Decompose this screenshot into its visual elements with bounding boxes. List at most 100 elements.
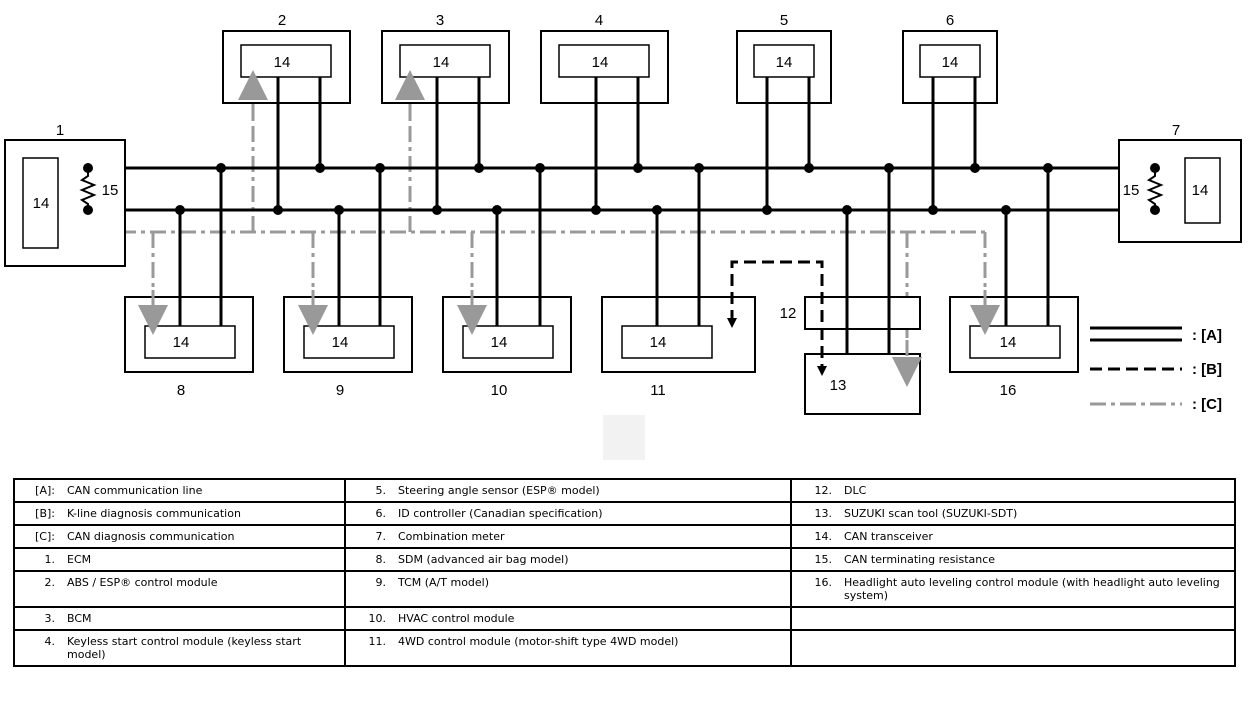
k-line <box>730 260 824 370</box>
transceiver-label: 14 <box>650 334 667 351</box>
node-label-8: 8 <box>177 382 185 399</box>
table-row: 4. Keyless start control module (keyless … <box>13 629 1236 667</box>
item-description: 4WD control module (motor-shift type 4WD… <box>398 635 679 648</box>
item-number: [C]: <box>35 530 55 543</box>
table-cell: 14. CAN transceiver <box>790 524 1236 549</box>
table-cell: 16. Headlight auto leveling control modul… <box>790 570 1236 608</box>
item-number: 15. <box>814 553 833 566</box>
table-row: [A]: CAN communication line 5. Steering ang… <box>13 478 1236 503</box>
node-label-13: 13 <box>830 377 847 394</box>
table-cell: 3. BCM <box>13 606 346 631</box>
node-label-9: 9 <box>336 382 344 399</box>
item-number: [A]: <box>35 484 55 497</box>
node-label-6: 6 <box>946 12 954 29</box>
table-cell: 8. SDM (advanced air bag model) <box>344 547 792 572</box>
table-cell <box>790 629 1236 667</box>
table-cell: 11. 4WD control module (motor-shift type … <box>344 629 792 667</box>
transceiver-label: 14 <box>173 334 190 351</box>
transceiver-labels: 14 14 14 14 14 14 14 14 14 14 14 14 <box>33 54 1209 351</box>
can-bus <box>58 166 1185 212</box>
item-number: 1. <box>44 553 56 566</box>
can-network-diagram: 1 2 3 4 5 6 7 8 9 10 11 12 13 15 15 16 1… <box>4 12 1242 460</box>
table-cell: [C]:CAN diagnosis communication <box>13 524 346 549</box>
item-description: ID controller (Canadian specification) <box>398 507 603 520</box>
item-description: CAN communication line <box>67 484 203 497</box>
node-label-15-right: 15 <box>1123 182 1140 199</box>
item-description: ABS / ESP® control module <box>67 576 218 589</box>
item-number: 2. <box>44 576 56 589</box>
transceiver-label: 14 <box>332 334 349 351</box>
node-label-11: 11 <box>650 382 666 399</box>
legend-label-a: : [A] <box>1192 327 1222 344</box>
table-row: 1.ECM 8. SDM (advanced air bag model) 15. CA… <box>13 547 1236 572</box>
item-description: Steering angle sensor (ESP® model) <box>398 484 600 497</box>
item-number: 4. <box>44 635 56 648</box>
transceiver-label: 14 <box>942 54 959 71</box>
table-cell: [A]: CAN communication line <box>13 478 346 503</box>
node-label-16: 16 <box>1000 382 1017 399</box>
table-row: 2. ABS / ESP® control module 9. TCM (A/T mo… <box>13 570 1236 608</box>
transceiver-boxes <box>22 44 1221 359</box>
table-cell: 1.ECM <box>13 547 346 572</box>
item-description: SUZUKI scan tool (SUZUKI-SDT) <box>844 507 1018 520</box>
node-label-15-left: 15 <box>102 182 119 199</box>
item-number: 11. <box>368 635 387 648</box>
node-labels: 1 2 3 4 5 6 7 8 9 10 11 12 13 15 15 16 <box>56 12 1180 399</box>
legend-label-b: : [B] <box>1192 361 1222 378</box>
legend-labels: : [A] : [B] : [C] <box>1192 327 1222 413</box>
item-number: 16. <box>814 576 833 589</box>
item-description: Keyless start control module (keyless st… <box>67 635 302 661</box>
table-cell: 6. ID controller (Canadian specification) <box>344 501 792 526</box>
transceiver-label: 14 <box>1000 334 1017 351</box>
item-number: 6. <box>375 507 387 520</box>
item-description: HVAC control module <box>398 612 515 625</box>
transceiver-label: 14 <box>433 54 450 71</box>
legend-table: [A]: CAN communication line 5. Steering ang… <box>13 478 1236 667</box>
node-label-3: 3 <box>436 12 444 29</box>
transceiver-label: 14 <box>491 334 508 351</box>
transceiver-label: 14 <box>776 54 793 71</box>
transceiver-label: 14 <box>274 54 291 71</box>
terminating-resistors <box>79 168 1164 210</box>
item-description: K-line diagnosis communication <box>67 507 241 520</box>
table-cell: 4. Keyless start control module (keyless … <box>13 629 346 667</box>
item-number: [B]: <box>35 507 55 520</box>
item-description: SDM (advanced air bag model) <box>398 553 569 566</box>
transceiver-label: 14 <box>1192 182 1209 199</box>
junction-dots <box>83 163 1160 215</box>
node-label-1: 1 <box>56 122 64 139</box>
item-description: Combination meter <box>398 530 505 543</box>
table-row: [B]: K-line diagnosis communication 6. ID c… <box>13 501 1236 526</box>
node-label-5: 5 <box>780 12 788 29</box>
transceiver-label: 14 <box>592 54 609 71</box>
item-number: 14. <box>814 530 833 543</box>
table-cell: [B]: K-line diagnosis communication <box>13 501 346 526</box>
legend-lines <box>1090 326 1182 406</box>
item-description: Headlight auto leveling control module (… <box>844 576 1220 602</box>
table-cell: 13. SUZUKI scan tool (SUZUKI-SDT) <box>790 501 1236 526</box>
item-description: CAN terminating resistance <box>844 553 996 566</box>
table-row: 3. BCM 10. HVAC control module <box>13 606 1236 631</box>
table-cell: 5. Steering angle sensor (ESP® model) <box>344 478 792 503</box>
node-label-2: 2 <box>278 12 286 29</box>
item-number: 8. <box>375 553 387 566</box>
item-number: 13. <box>814 507 833 520</box>
item-description: BCM <box>67 612 92 625</box>
item-description: CAN transceiver <box>844 530 933 543</box>
table-cell: 2. ABS / ESP® control module <box>13 570 346 608</box>
item-number: 10. <box>368 612 387 625</box>
item-number: 9. <box>375 576 387 589</box>
item-number: 5. <box>375 484 387 497</box>
table-cell: 9. TCM (A/T model) <box>344 570 792 608</box>
table-cell: 10. HVAC control module <box>344 606 792 631</box>
item-number: 3. <box>44 612 56 625</box>
legend-label-c: : [C] <box>1192 396 1222 413</box>
node-label-12: 12 <box>780 305 797 322</box>
item-description: DLC <box>844 484 867 497</box>
transceiver-label: 14 <box>33 195 50 212</box>
bus-stubs <box>178 77 1050 354</box>
node-label-7: 7 <box>1172 122 1180 139</box>
item-number: 12. <box>814 484 833 497</box>
item-description: TCM (A/T model) <box>398 576 490 589</box>
